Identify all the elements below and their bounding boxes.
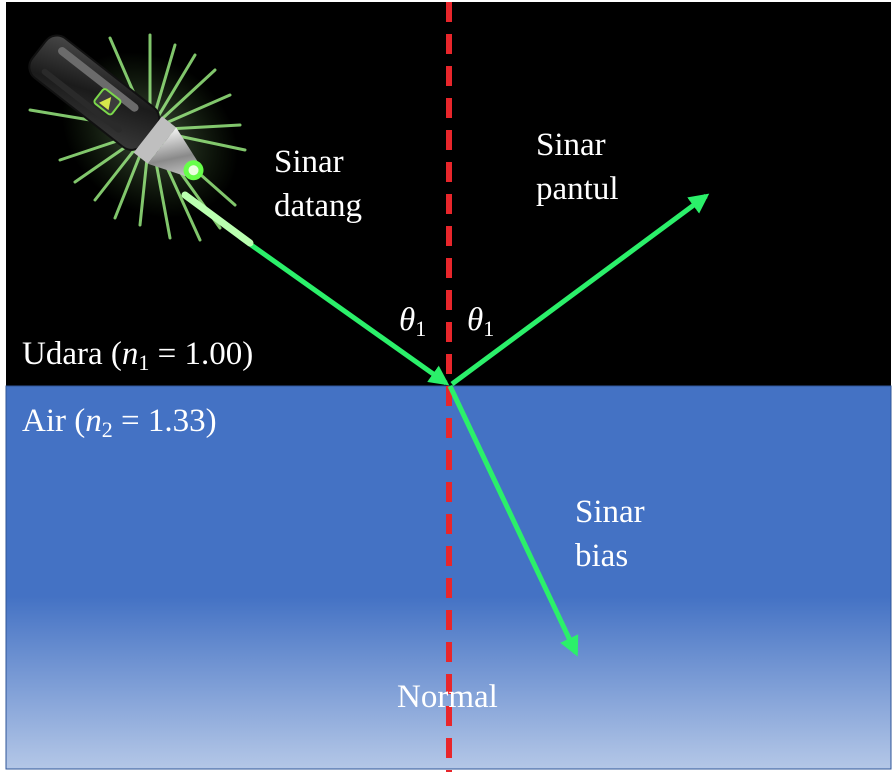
incident-ray	[238, 234, 450, 386]
reflected-angle-label: θ1	[467, 302, 494, 341]
water-medium	[5, 385, 892, 770]
laser-pointer-icon	[28, 33, 247, 242]
reflected-ray-label: Sinar pantul	[536, 127, 618, 207]
refracted-ray-label: Sinar bias	[575, 494, 653, 574]
incident-ray-label: Sinar datang	[274, 144, 362, 224]
laser-beam	[181, 191, 254, 247]
medium1-label: Udara (n1 = 1.00)	[22, 336, 253, 375]
incident-angle-label: θ1	[399, 302, 426, 341]
normal-label: Normal	[397, 679, 498, 715]
medium2-label: Air (n2 = 1.33)	[22, 403, 217, 442]
refracted-ray	[447, 384, 579, 657]
reflected-ray	[450, 193, 710, 387]
